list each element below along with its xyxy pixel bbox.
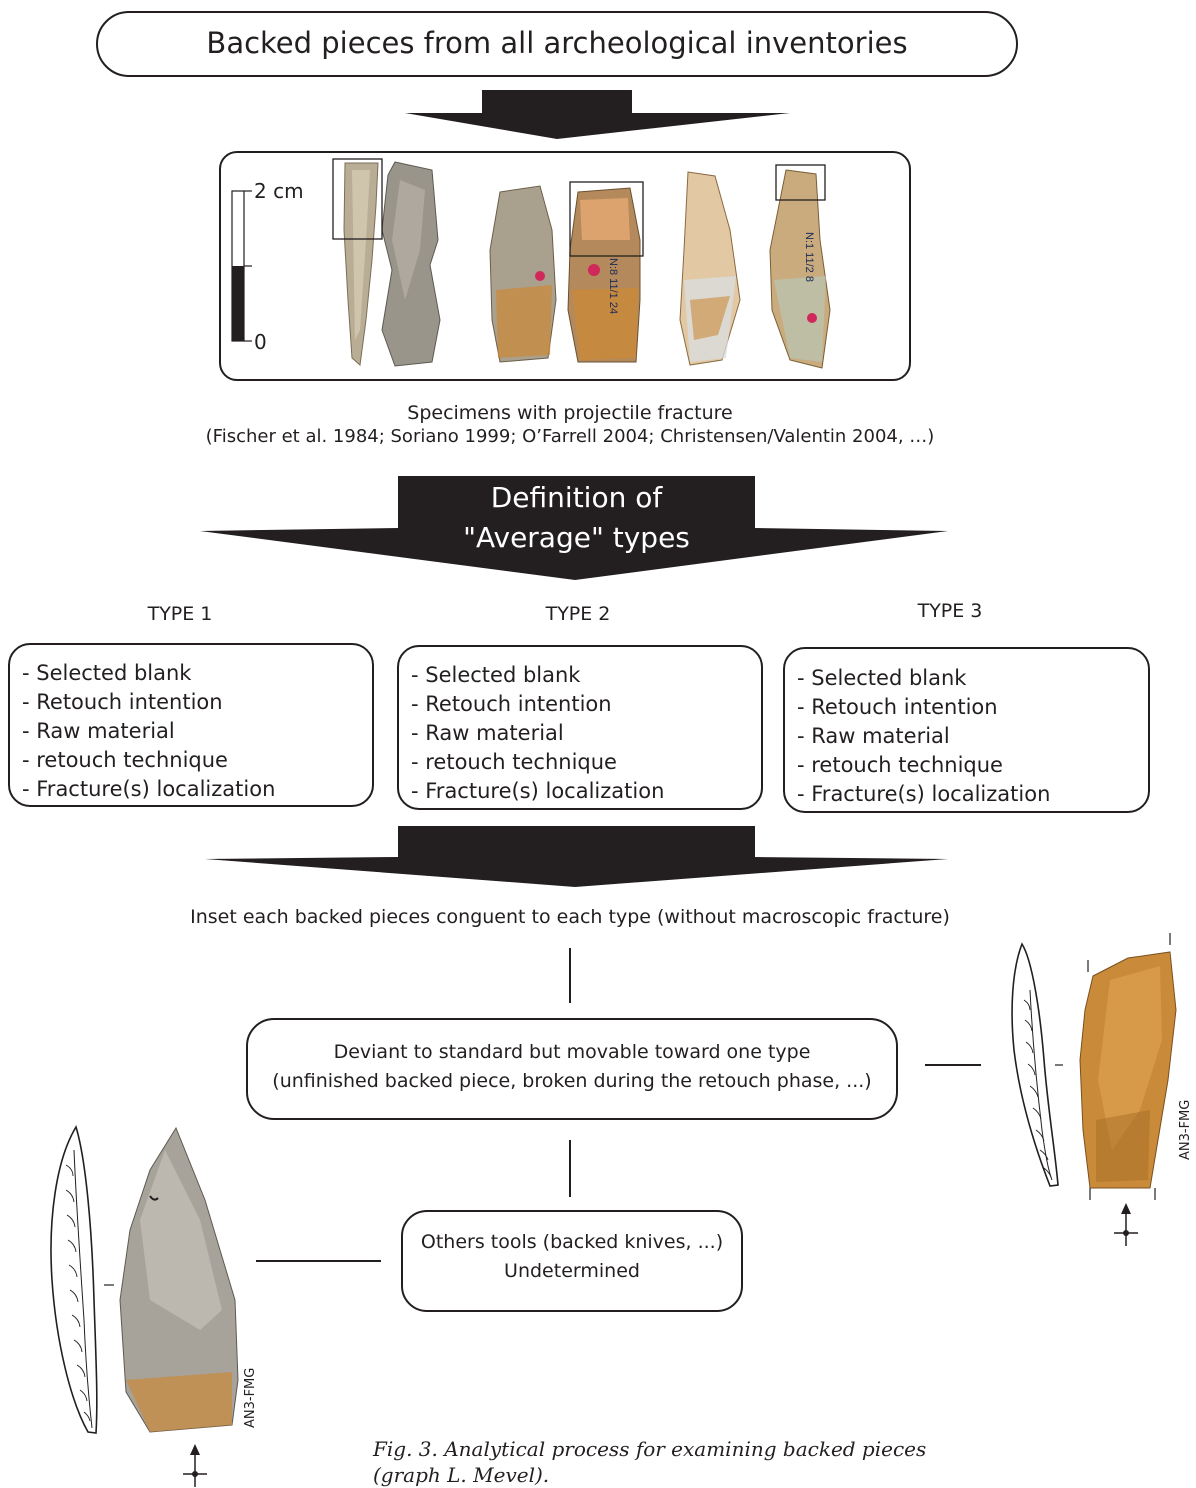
- figure-caption-line1: Fig. 3. Analytical process for examining…: [373, 1436, 993, 1462]
- figure-caption-line2: (graph L. Mevel).: [373, 1462, 993, 1488]
- figure-caption: Fig. 3. Analytical process for examining…: [373, 1436, 993, 1488]
- left-artifact-code: AN3-FMG: [243, 1358, 258, 1428]
